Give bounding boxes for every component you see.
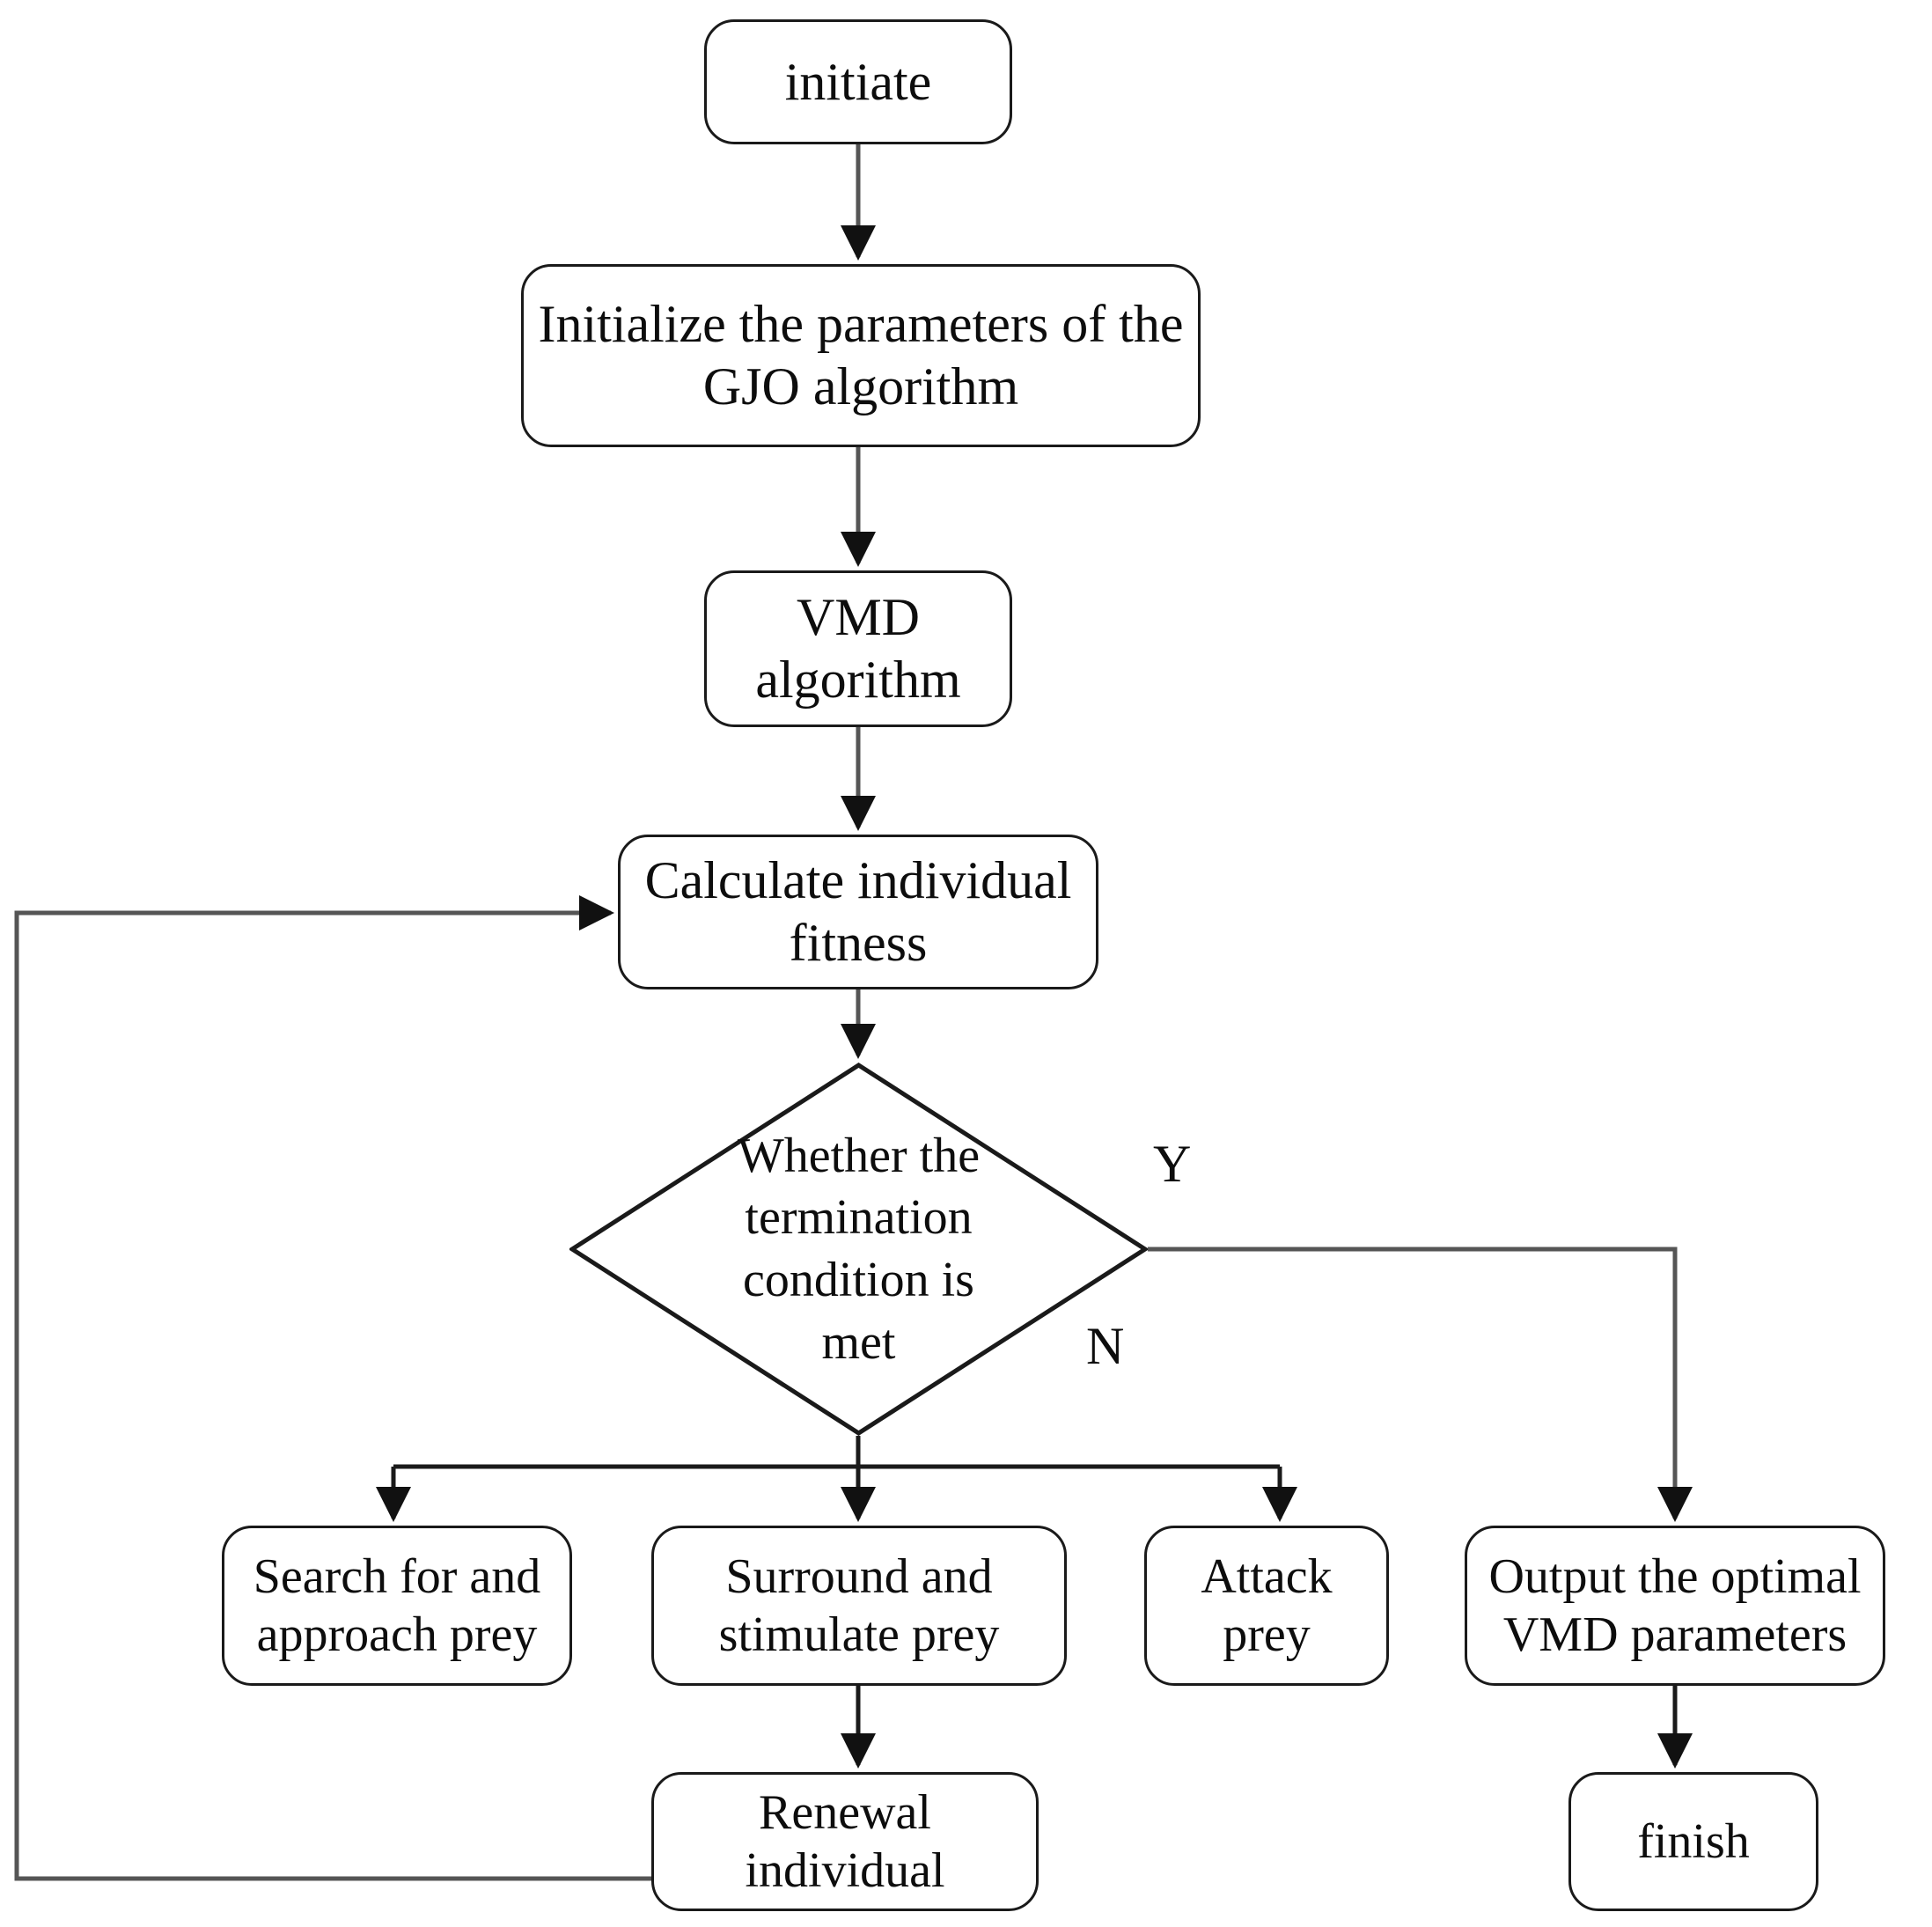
node-calculate-individual-fitness[interactable]: Calculate individual fitness xyxy=(618,835,1098,989)
node-renewal-individual[interactable]: Renewal individual xyxy=(651,1772,1039,1911)
node-vmd-algorithm[interactable]: VMD algorithm xyxy=(704,570,1012,727)
node-renewal-individual-label: Renewal individual xyxy=(745,1784,945,1898)
node-finish-label: finish xyxy=(1637,1813,1750,1869)
node-surround-stimulate-prey-label: Surround and stimulate prey xyxy=(718,1548,1000,1662)
node-attack-prey-label: Attack prey xyxy=(1201,1548,1333,1662)
node-vmd-algorithm-label: VMD algorithm xyxy=(755,588,961,709)
node-search-approach-prey[interactable]: Search for and approach prey xyxy=(222,1526,572,1686)
node-search-approach-prey-label: Search for and approach prey xyxy=(253,1548,541,1662)
node-termination-decision[interactable]: Whether the termination condition is met xyxy=(568,1063,1150,1436)
edge-decision-yes-to-output xyxy=(1148,1247,1693,1523)
node-initialize-parameters-label: Initialize the parameters of the GJO alg… xyxy=(538,295,1184,416)
node-initiate[interactable]: initiate xyxy=(704,19,1012,144)
edge-label-no: N xyxy=(1086,1317,1125,1375)
node-output-optimal-vmd-parameters[interactable]: Output the optimal VMD parameters xyxy=(1465,1526,1885,1686)
node-calculate-individual-fitness-label: Calculate individual fitness xyxy=(644,851,1072,972)
node-attack-prey[interactable]: Attack prey xyxy=(1144,1526,1389,1686)
edge-renewal-feedback-to-fitness xyxy=(14,895,651,1881)
node-finish[interactable]: finish xyxy=(1568,1772,1818,1911)
node-output-optimal-vmd-parameters-label: Output the optimal VMD parameters xyxy=(1488,1548,1862,1662)
edge-label-yes: Y xyxy=(1153,1135,1192,1193)
node-surround-stimulate-prey[interactable]: Surround and stimulate prey xyxy=(651,1526,1067,1686)
node-initiate-label: initiate xyxy=(784,52,932,111)
diamond-shape xyxy=(568,1063,1150,1436)
node-initialize-parameters[interactable]: Initialize the parameters of the GJO alg… xyxy=(521,264,1201,447)
